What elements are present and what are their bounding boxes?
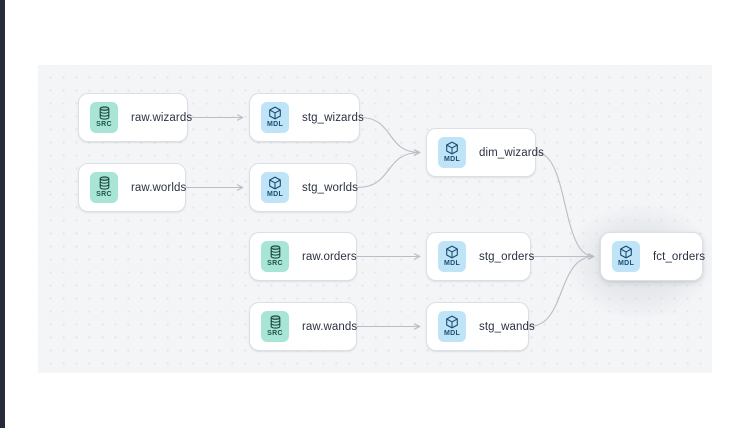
node-type-badge-label: MDL bbox=[617, 260, 635, 267]
graph-node-stg_worlds[interactable]: MDL stg_worlds bbox=[249, 163, 358, 212]
node-type-badge-label: MDL bbox=[266, 121, 284, 128]
node-type-badge-label: MDL bbox=[443, 156, 461, 163]
node-type-badge-label: SRC bbox=[267, 260, 283, 267]
node-type-badge-label: SRC bbox=[267, 330, 283, 337]
graph-node-label: stg_orders bbox=[479, 250, 535, 263]
graph-node-stg_orders[interactable]: MDL stg_orders bbox=[426, 232, 535, 281]
graph-node-label: stg_worlds bbox=[302, 181, 358, 194]
cube-icon: MDL bbox=[261, 172, 289, 203]
graph-edge-stg_wizards-to-dim_wizards bbox=[359, 116, 421, 156]
graph-edge-stg_worlds-to-dim_wizards bbox=[356, 149, 421, 189]
graph-node-label: dim_wizards bbox=[479, 146, 545, 159]
cube-icon: MDL bbox=[612, 241, 640, 272]
database-icon: SRC bbox=[261, 311, 289, 342]
node-type-badge-label: MDL bbox=[443, 260, 461, 267]
graph-node-raw_worlds[interactable]: SRC raw.worlds bbox=[78, 163, 186, 212]
node-type-badge-label: MDL bbox=[443, 330, 461, 337]
cube-icon: MDL bbox=[438, 241, 466, 272]
graph-node-fct_orders[interactable]: MDL fct_orders bbox=[600, 232, 706, 281]
graph-node-raw_wizards[interactable]: SRC raw.wizards bbox=[78, 93, 192, 142]
cube-icon: MDL bbox=[261, 102, 289, 133]
graph-node-label: raw.wands bbox=[302, 320, 358, 333]
graph-node-label: raw.worlds bbox=[131, 181, 187, 194]
graph-node-label: fct_orders bbox=[653, 250, 706, 263]
graph-node-raw_wands[interactable]: SRC raw.wands bbox=[249, 302, 357, 351]
database-icon: SRC bbox=[90, 172, 118, 203]
graph-node-stg_wizards[interactable]: MDL stg_wizards bbox=[249, 93, 364, 142]
graph-node-label: raw.wizards bbox=[131, 111, 193, 124]
database-icon: SRC bbox=[261, 241, 289, 272]
node-type-badge-label: MDL bbox=[266, 191, 284, 198]
cube-icon: MDL bbox=[438, 311, 466, 342]
graph-node-raw_orders[interactable]: SRC raw.orders bbox=[249, 232, 357, 281]
graph-node-stg_wands[interactable]: MDL stg_wands bbox=[426, 302, 535, 351]
graph-node-label: raw.orders bbox=[302, 250, 357, 263]
database-icon: SRC bbox=[90, 102, 118, 133]
graph-node-label: stg_wizards bbox=[302, 111, 364, 124]
app-left-rail bbox=[0, 0, 5, 428]
graph-node-dim_wizards[interactable]: MDL dim_wizards bbox=[426, 128, 544, 177]
cube-icon: MDL bbox=[438, 137, 466, 168]
graph-node-label: stg_wands bbox=[479, 320, 535, 333]
node-type-badge-label: SRC bbox=[96, 191, 112, 198]
node-type-badge-label: SRC bbox=[96, 121, 112, 128]
